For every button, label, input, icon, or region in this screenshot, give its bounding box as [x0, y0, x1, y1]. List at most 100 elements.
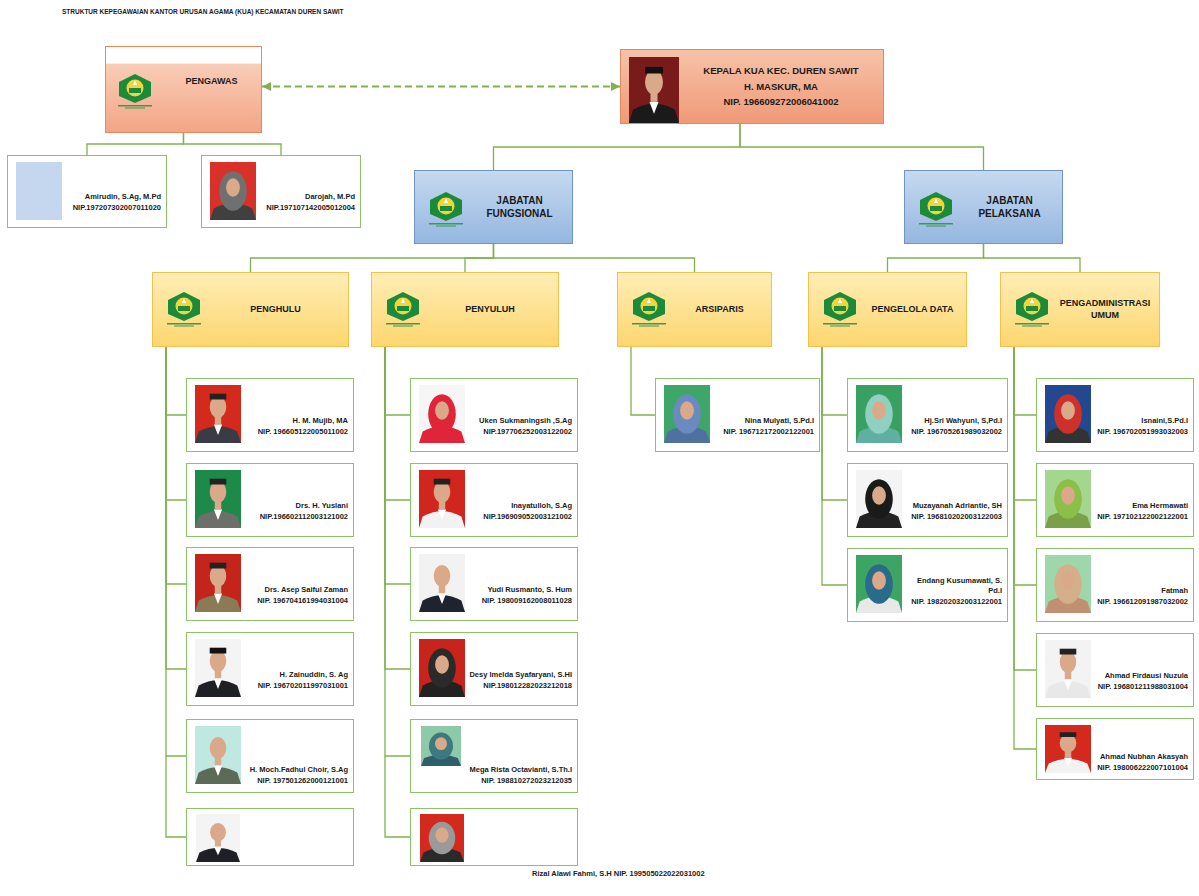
staff-box: Ahmad Firdausi NuzulaNIP. 19680121198803…	[1036, 633, 1194, 707]
position-group-box: JABATAN PELAKSANA	[904, 170, 1063, 244]
staff-box: Uken Sukmaningsih ,S.AgNIP.1977062520031…	[410, 378, 578, 452]
portrait-photo	[420, 814, 464, 862]
portrait-photo	[856, 470, 902, 528]
person-name: Amirudin, S.Ag, M.Pd	[85, 192, 161, 203]
staff-box: FatmahNIP. 196612091987032002	[1036, 548, 1194, 622]
box-title: PENYULUH	[465, 304, 515, 316]
person-name: Endang Kusumawati, S. Pd.I	[906, 576, 1002, 597]
staff-box: Isnaini,S.Pd.INIP. 196702051993032003	[1036, 378, 1194, 452]
branch-line	[166, 756, 186, 837]
staff-box: Nina Mulyati, S.Pd.INIP. 196712172002122…	[655, 378, 820, 452]
portrait-photo	[1045, 725, 1091, 773]
employee-id: NIP. 196801211988031004	[1098, 682, 1188, 693]
ministry-logo	[630, 291, 668, 327]
employee-id: NIP. 197102122002122001	[1097, 512, 1188, 523]
box-title: PENGHULU	[250, 304, 301, 316]
person-name: Inayatulloh, S.Ag	[511, 501, 572, 512]
ministry-logo	[1013, 291, 1051, 327]
box-title: JABATAN FUNGSIONAL	[473, 194, 566, 220]
staff-box: H. Zainuddin, S. AgNIP. 1967020119970310…	[186, 632, 354, 706]
person-name: H. M. Mujib, MA	[293, 416, 348, 427]
portrait-photo	[419, 385, 465, 443]
staff-box: Desy Imelda Syafaryani, S.HINIP.19801228…	[410, 632, 578, 706]
person-name: Uken Sukmaningsih ,S.Ag	[479, 416, 572, 427]
person-name: Drs. H. Yuslani	[296, 501, 348, 512]
staff-box: Muzayanah Adriantie, SHNIP. 196810202003…	[847, 463, 1008, 537]
box-title: ARSIPARIS	[695, 304, 743, 316]
box-title: JABATAN PELAKSANA	[963, 194, 1056, 220]
person-name: Yudi Rusmanto, S. Hum	[487, 585, 572, 596]
employee-id: NIP.197107142005012004	[266, 203, 355, 214]
employee-id: NIP. 198202032003122001	[911, 597, 1002, 608]
employee-id: NIP. 196612091987032002	[1097, 597, 1188, 608]
employee-id: NIP. 198009162008011028	[482, 596, 572, 607]
portrait-photo	[419, 470, 465, 528]
employee-id: NIP.196602112003121002	[260, 512, 348, 523]
tree-connector	[822, 347, 847, 500]
portrait-photo	[419, 639, 465, 697]
tree-connector	[166, 347, 186, 500]
employee-id: NIP.197207302007011020	[73, 203, 161, 214]
tree-connector	[385, 347, 410, 756]
portrait-photo	[629, 57, 679, 123]
tree-connector	[1014, 347, 1036, 500]
tree-connector	[822, 347, 847, 415]
portrait-photo	[1045, 640, 1091, 698]
coordination-arrow	[262, 86, 620, 88]
person-name: Muzayanah Adriantie, SH	[913, 501, 1002, 512]
ministry-logo	[165, 291, 203, 327]
staff-box: Darojah, M.PdNIP.197107142005012004	[201, 155, 361, 228]
person-name: Ema Hermawati	[1132, 501, 1188, 512]
portrait-photo	[195, 639, 241, 697]
tree-connector	[251, 244, 494, 272]
staff-box: Ahmad Nubhan AkasyahNIP. 198006222007101…	[1036, 718, 1194, 780]
ministry-logo	[821, 291, 859, 327]
portrait-photo	[664, 385, 710, 443]
box-title: H. MASKUR, MA	[744, 79, 818, 95]
ministry-logo	[427, 191, 465, 227]
employee-id: NIP. 196712172002122001	[723, 427, 814, 438]
tree-connector	[1014, 347, 1036, 670]
tree-connector	[385, 347, 410, 415]
portrait-photo	[196, 814, 240, 862]
photo-caption: Rizal Alawi Fahmi, S.H NIP. 199505022022…	[532, 869, 705, 878]
staff-box: Hj.Sri Wahyuni, S,Pd.INIP. 1967052619890…	[847, 378, 1008, 452]
role-box: PENYULUH	[371, 272, 559, 347]
portrait-photo	[195, 470, 241, 528]
person-name: Drs. Asep Saiful Zaman	[265, 585, 349, 596]
tree-connector	[1014, 347, 1036, 415]
portrait-photo	[195, 554, 241, 612]
portrait-photo	[16, 162, 62, 220]
employee-id: NIP. 197501262000121001	[257, 776, 348, 787]
portrait-photo	[419, 554, 465, 612]
tree-connector	[166, 347, 186, 669]
employee-id: NIP. 198006222007101004	[1097, 763, 1188, 774]
ministry-logo	[384, 291, 422, 327]
position-group-box: JABATAN FUNGSIONAL	[414, 170, 573, 244]
box-title: NIP. 196609272006041002	[724, 94, 839, 110]
tree-connector	[494, 124, 741, 170]
tree-connector	[166, 347, 186, 584]
tree-connector	[888, 244, 984, 272]
box-title: KEPALA KUA KEC. DUREN SAWIT	[703, 63, 858, 79]
employee-id: NIP.197706252003122002	[483, 427, 572, 438]
tree-connector	[385, 347, 410, 500]
portrait-photo	[195, 726, 241, 784]
person-name: H. Zainuddin, S. Ag	[280, 670, 348, 681]
staff-box: Mega Rista Octavianti, S.Th.INIP. 198810…	[410, 719, 578, 793]
person-name: Hj.Sri Wahyuni, S,Pd.I	[924, 416, 1002, 427]
tree-connector	[385, 347, 410, 584]
portrait-photo	[195, 385, 241, 443]
portrait-photo	[210, 162, 256, 220]
chart-title: STRUKTUR KEPEGAWAIAN KANTOR URUSAN AGAMA…	[62, 8, 344, 15]
employee-id: NIP. 196704161994031004	[257, 596, 348, 607]
employee-id: NIP. 196702011997031001	[258, 681, 348, 692]
employee-id: NIP. 198810272023212035	[481, 776, 572, 787]
employee-id: NIP. 196705261989032002	[911, 427, 1002, 438]
portrait-photo	[1045, 470, 1091, 528]
staff-box: Yudi Rusmanto, S. HumNIP. 19800916200801…	[410, 547, 578, 621]
employee-id: NIP.196909052003121002	[483, 512, 572, 523]
portrait-photo	[856, 385, 902, 443]
branch-line	[385, 756, 410, 837]
